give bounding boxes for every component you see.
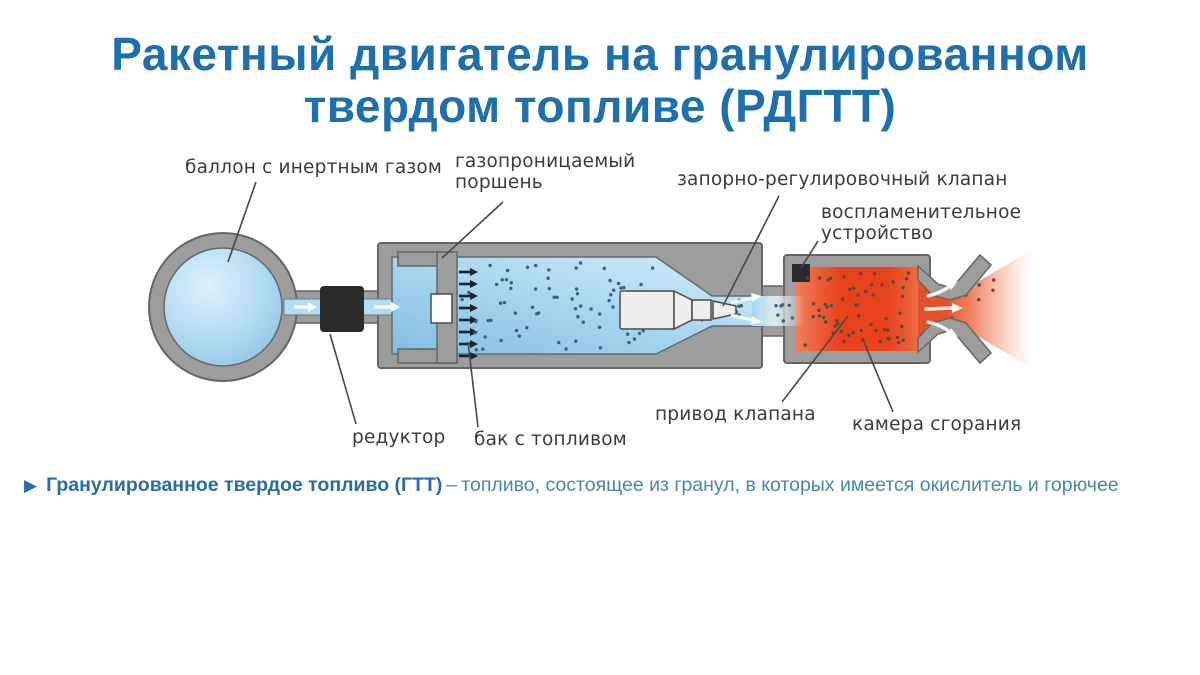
page-title: Ракетный двигатель на гранулированном тв… — [0, 28, 1200, 133]
definition-term: Гранулированное твердое топливо (ГТТ) — [46, 474, 443, 496]
valve-outflow — [752, 296, 804, 326]
leader-line-balloon — [227, 181, 257, 263]
title-line-2: твердом топливе (РДГТТ) — [303, 80, 897, 133]
leader-line-actuator — [781, 315, 849, 403]
balloon-gas — [163, 247, 283, 367]
valve-spray-arrows — [730, 293, 762, 325]
nozzle-wall-top — [917, 253, 993, 301]
definition-separator: – — [446, 474, 458, 496]
igniter-block — [792, 264, 810, 282]
nozzle-exhaust-arrows — [924, 281, 963, 337]
leader-line-piston — [441, 201, 504, 259]
label-balloon: баллон с инертным газом — [185, 157, 443, 178]
label-valve: запорно-регулировочный клапан — [677, 169, 1008, 190]
leader-line-reducer — [329, 333, 357, 425]
title-line-1: Ракетный двигатель на гранулированном — [111, 28, 1089, 80]
reducer-block — [320, 286, 364, 332]
definition-line: ▶ Гранулированное твердое топливо (ГТТ)–т… — [24, 474, 1192, 497]
shutoff-valve-cone — [712, 300, 737, 320]
label-igniter: воспламенительное устройство — [821, 202, 1022, 245]
leader-line-valve — [722, 195, 780, 307]
label-actuator: привод клапана — [655, 404, 816, 425]
granules-tank — [460, 261, 655, 352]
tank-inlet-arrow — [374, 302, 400, 312]
combustion-chamber-interior — [796, 267, 918, 351]
label-piston: газопроницаемый поршень — [455, 151, 636, 194]
gas-permeable-piston — [397, 251, 458, 364]
nozzle-wall-bottom — [917, 317, 993, 365]
play-triangle-icon: ▶ — [24, 476, 38, 495]
definition-text: топливо, состоящее из гранул, в которых … — [461, 474, 1119, 496]
exhaust-plume — [947, 245, 1040, 373]
label-tank: бак с топливом — [474, 429, 627, 450]
leader-line-tank — [467, 341, 479, 428]
pipe-flow-arrow — [294, 302, 317, 312]
leader-line-chamber — [863, 341, 894, 413]
granules-entry — [774, 303, 795, 323]
label-reducer: редуктор — [352, 427, 446, 448]
valve-actuator — [619, 289, 712, 331]
granules-chamber — [803, 271, 910, 347]
piston-flow-arrows — [459, 268, 478, 360]
leader-line-igniter — [800, 240, 819, 269]
label-chamber: камера сгорания — [852, 414, 1022, 435]
